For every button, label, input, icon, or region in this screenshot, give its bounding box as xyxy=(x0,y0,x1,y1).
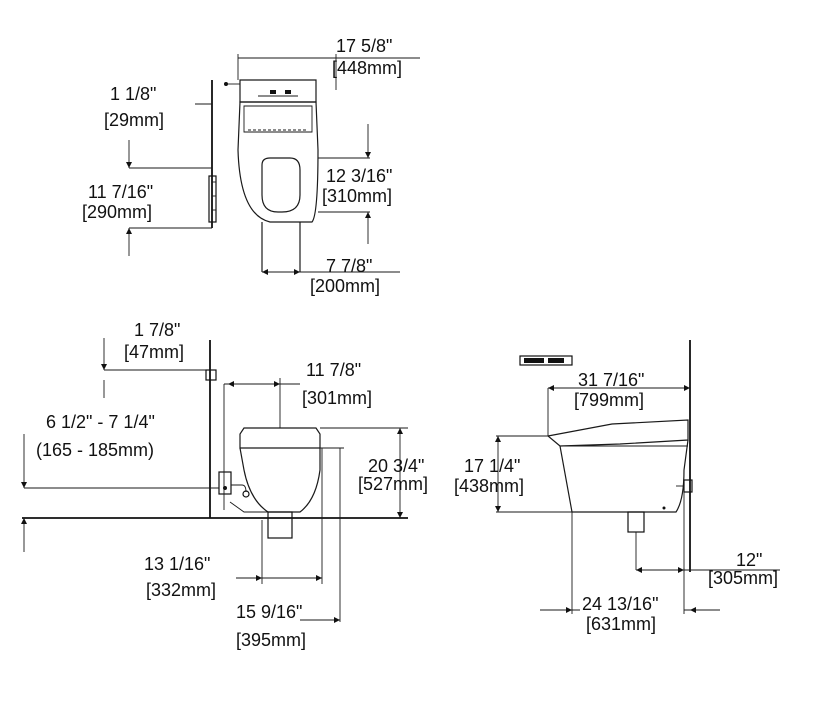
front-height-mm: [527mm] xyxy=(358,474,428,494)
front-base-in: 13 1/16" xyxy=(144,554,210,574)
top-offset-in: 1 1/8" xyxy=(110,84,156,104)
front-supply-in: 6 1/2" - 7 1/4" xyxy=(46,412,155,432)
front-offset-mm: [47mm] xyxy=(124,342,184,362)
side-view-pedestal xyxy=(627,511,645,533)
top-view-tank xyxy=(239,79,317,103)
side-seat-mm: [438mm] xyxy=(454,476,524,496)
side-depth-mm: [631mm] xyxy=(586,614,656,634)
front-view-pedestal xyxy=(267,511,293,539)
side-view: 31 7/16" [799mm] 17 1/4" [438mm] 12" [30… xyxy=(454,340,780,634)
top-view-control-panel xyxy=(208,175,217,223)
side-rough-mm: [305mm] xyxy=(708,568,778,588)
top-view: 17 5/8" [448mm] 1 1/8" [29mm] 11 7/16" [… xyxy=(82,36,420,296)
top-base-in: 7 7/8" xyxy=(326,256,372,276)
front-view-lid xyxy=(239,427,321,449)
front-view-bowl xyxy=(239,447,321,513)
top-width-in: 17 5/8" xyxy=(336,36,392,56)
side-rough-in: 12" xyxy=(736,550,762,570)
front-view-supply-valve xyxy=(218,471,232,495)
top-bowl-len-in: 12 3/16" xyxy=(326,166,392,186)
top-bowl-len-mm: [310mm] xyxy=(322,186,392,206)
top-panel-mm: [290mm] xyxy=(82,202,152,222)
top-base-mm: [200mm] xyxy=(310,276,380,296)
top-offset-mm: [29mm] xyxy=(104,110,164,130)
front-height-in: 20 3/4" xyxy=(368,456,424,476)
front-supply-mm: (165 - 185mm) xyxy=(36,440,154,460)
front-base-mm: [332mm] xyxy=(146,580,216,600)
top-panel-in: 11 7/16" xyxy=(88,182,153,202)
side-view-remote xyxy=(519,355,573,366)
top-view-bowl xyxy=(237,101,319,223)
front-width-mm: [301mm] xyxy=(302,388,372,408)
top-width-mm: [448mm] xyxy=(332,58,402,78)
side-seat-in: 17 1/4" xyxy=(464,456,520,476)
side-view-lid xyxy=(546,419,689,447)
side-depth-in: 24 13/16" xyxy=(582,594,658,614)
side-length-in: 31 7/16" xyxy=(578,370,644,390)
side-view-body xyxy=(559,439,689,513)
front-view: 1 7/8" [47mm] 6 1/2" - 7 1/4" (165 - 185… xyxy=(21,320,428,650)
front-width-in: 11 7/8" xyxy=(306,360,361,380)
front-offset-in: 1 7/8" xyxy=(134,320,180,340)
side-length-mm: [799mm] xyxy=(574,390,644,410)
front-total-in: 15 9/16" xyxy=(236,602,302,622)
front-total-mm: [395mm] xyxy=(236,630,306,650)
top-view-seat-opening xyxy=(261,157,301,213)
